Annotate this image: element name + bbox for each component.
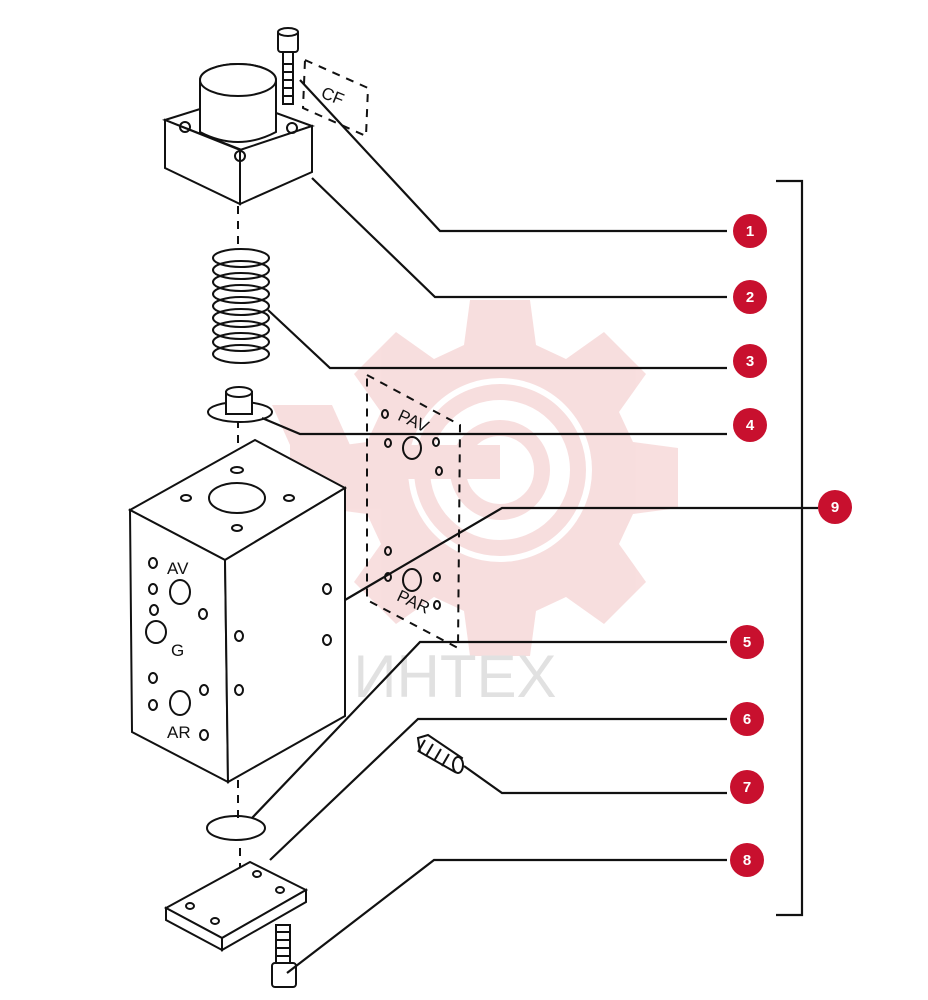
coil-tag: CF (301, 58, 370, 138)
leader-lines (251, 79, 818, 974)
callout-3-number: 3 (746, 353, 754, 370)
callout-5-number: 5 (743, 634, 751, 651)
leader-9 (344, 506, 818, 601)
callout-3: 3 (733, 344, 767, 378)
cover-plate (163, 860, 309, 952)
leader-5 (251, 640, 727, 819)
bottom-screw (271, 924, 297, 988)
leader-7 (463, 765, 727, 795)
assembly-bracket (776, 179, 804, 917)
callout-9-number: 9 (831, 499, 839, 516)
callout-8: 8 (730, 843, 764, 877)
callout-8-number: 8 (743, 852, 751, 869)
valve-body: AV G AR (127, 438, 348, 784)
port-label-g: G (171, 641, 184, 660)
port-label-av: AV (167, 559, 189, 578)
watermark-text: ИНТЕХ (353, 643, 556, 710)
watermark-gear-logo (272, 300, 678, 656)
callout-6: 6 (730, 702, 764, 736)
coil-part (161, 63, 316, 206)
leader-3 (267, 309, 727, 370)
callout-9: 9 (818, 490, 852, 524)
callout-5: 5 (730, 625, 764, 659)
spring-part (212, 248, 270, 364)
grub-screw (416, 733, 464, 774)
callout-1-number: 1 (746, 223, 754, 240)
callout-6-number: 6 (743, 711, 751, 728)
plunger-part (207, 386, 273, 423)
callout-1: 1 (733, 214, 767, 248)
leader-4 (261, 416, 727, 436)
coil-screw (277, 27, 299, 105)
o-ring-part (206, 815, 266, 841)
callout-4-number: 4 (746, 417, 755, 434)
callout-7-number: 7 (743, 779, 751, 796)
leader-8 (286, 858, 727, 974)
leader-1 (299, 79, 727, 233)
callout-7: 7 (730, 770, 764, 804)
leader-6 (269, 717, 727, 861)
callout-2-number: 2 (746, 289, 754, 306)
callout-2: 2 (733, 280, 767, 314)
callout-4: 4 (733, 408, 767, 442)
leader-2 (311, 177, 727, 299)
port-label-ar: AR (167, 723, 191, 742)
